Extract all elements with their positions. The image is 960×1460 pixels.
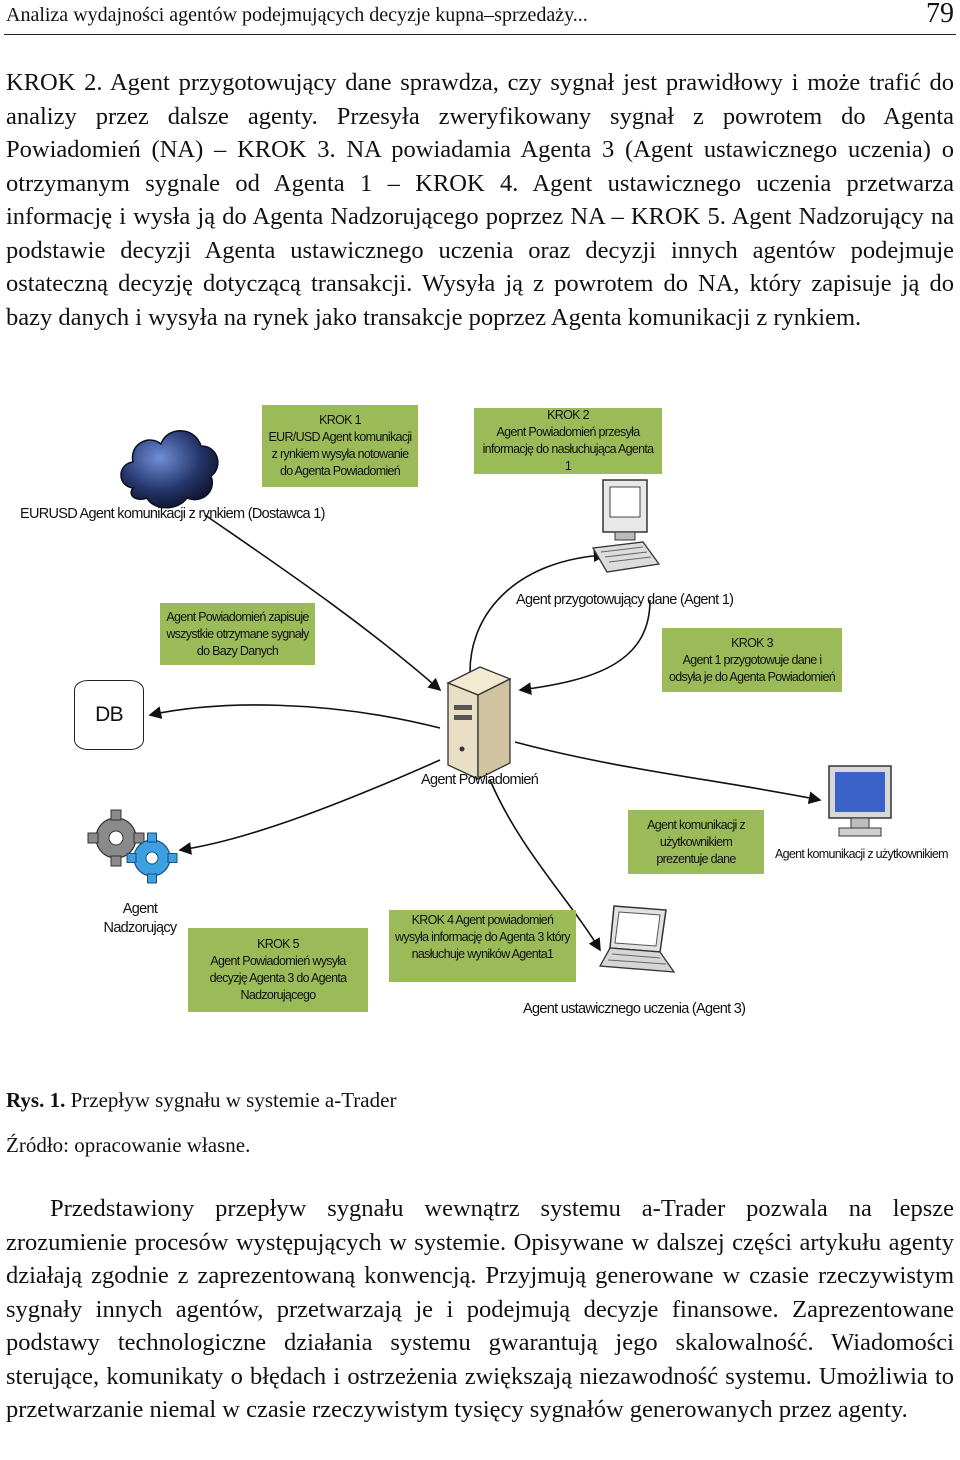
arrow-notify-to-db [148, 704, 441, 729]
step1-text: EUR/USD Agent komunikacji z rynkiem wysy… [268, 430, 413, 478]
database-icon: DB [74, 680, 144, 750]
db-save-text: Agent Powiadomień zapisuje wszystkie otr… [166, 609, 309, 658]
header-title: Analiza wydajności agentów podejmujących… [6, 4, 588, 26]
step1-title: KROK 1 [319, 413, 361, 427]
supervisor-label-line1: Agent [122, 901, 158, 917]
step2-text: Agent Powiadomień przesyła informację do… [482, 425, 654, 473]
agent3-label: Agent ustawicznego uczenia (Agent 3) [523, 1001, 746, 1017]
desktop-computer-icon [591, 479, 661, 573]
supervisor-label-line2: Nadzorujący [103, 920, 178, 936]
gears-icon [87, 809, 178, 884]
step5-text: Agent Powiadomień wysyła decyzję Agenta … [209, 954, 347, 1002]
figure-source: Źródło: opracowanie własne. [6, 1133, 251, 1157]
running-header: Analiza wydajności agentów podejmujących… [4, 0, 956, 35]
notify-agent-label: Agent Powiadomień [421, 772, 539, 788]
step4-box: KROK 4 Agent powiadomień wysyła informac… [389, 910, 576, 982]
step3-title: KROK 3 [731, 635, 773, 650]
page-number: 79 [926, 0, 954, 29]
server-icon [446, 666, 512, 781]
figure-caption: Rys. 1. Przepływ sygnału w systemie a-Tr… [6, 1088, 396, 1113]
arrow-notify-to-agent3 [489, 779, 601, 952]
arrow-agent1-to-notify [518, 599, 651, 695]
step4-text: KROK 4 Agent powiadomień wysyła informac… [395, 913, 571, 961]
users-text: Agent komunikacji z użytkownikiem prezen… [647, 817, 746, 866]
cloud-icon [120, 430, 219, 509]
step3-text: Agent 1 przygotowuje dane i odsyła je do… [669, 652, 836, 684]
monitor-icon [828, 765, 892, 837]
step5-title: KROK 5 [257, 937, 299, 951]
db-save-box: Agent Powiadomień zapisuje wszystkie otr… [160, 603, 315, 665]
step2-title: KROK 2 [547, 408, 589, 422]
arrow-notify-to-supervisor [178, 759, 441, 855]
laptop-icon [598, 905, 676, 973]
agent1-label: Agent przygotowujący dane (Agent 1) [516, 592, 734, 608]
users-box: Agent komunikacji z użytkownikiem prezen… [628, 810, 764, 874]
connector-arrows [148, 514, 822, 952]
supervisor-label: Agent Nadzorujący [100, 900, 180, 938]
db-label: DB [95, 703, 123, 726]
arrow-market-to-notify [204, 514, 442, 692]
step3-box: KROK 3 Agent 1 przygotowuje dane i odsyła… [662, 628, 842, 692]
market-agent-label: EURUSD Agent komunikacji z rynkiem (Dost… [20, 506, 325, 522]
figure-title: Przepływ sygnału w systemie a-Trader [65, 1088, 397, 1112]
arrow-notify-to-users [514, 741, 822, 805]
paragraph-summary: Przedstawiony przepływ sygnału wewnątrz … [6, 1195, 954, 1423]
step1-box: KROK 1 EUR/USD Agent komunikacji z rynkie… [262, 405, 418, 487]
figure-label: Rys. 1. [6, 1088, 66, 1112]
step2-box: KROK 2 Agent Powiadomień przesyła informa… [474, 408, 662, 474]
step5-box: KROK 5 Agent Powiadomień wysyła decyzję A… [188, 928, 368, 1012]
users-agent-label: Agent komunikacji z użytkownikiem [775, 847, 949, 861]
arrow-notify-to-agent1 [469, 549, 607, 673]
paragraph-steps: KROK 2. Agent przygotowujący dane sprawd… [6, 69, 954, 331]
